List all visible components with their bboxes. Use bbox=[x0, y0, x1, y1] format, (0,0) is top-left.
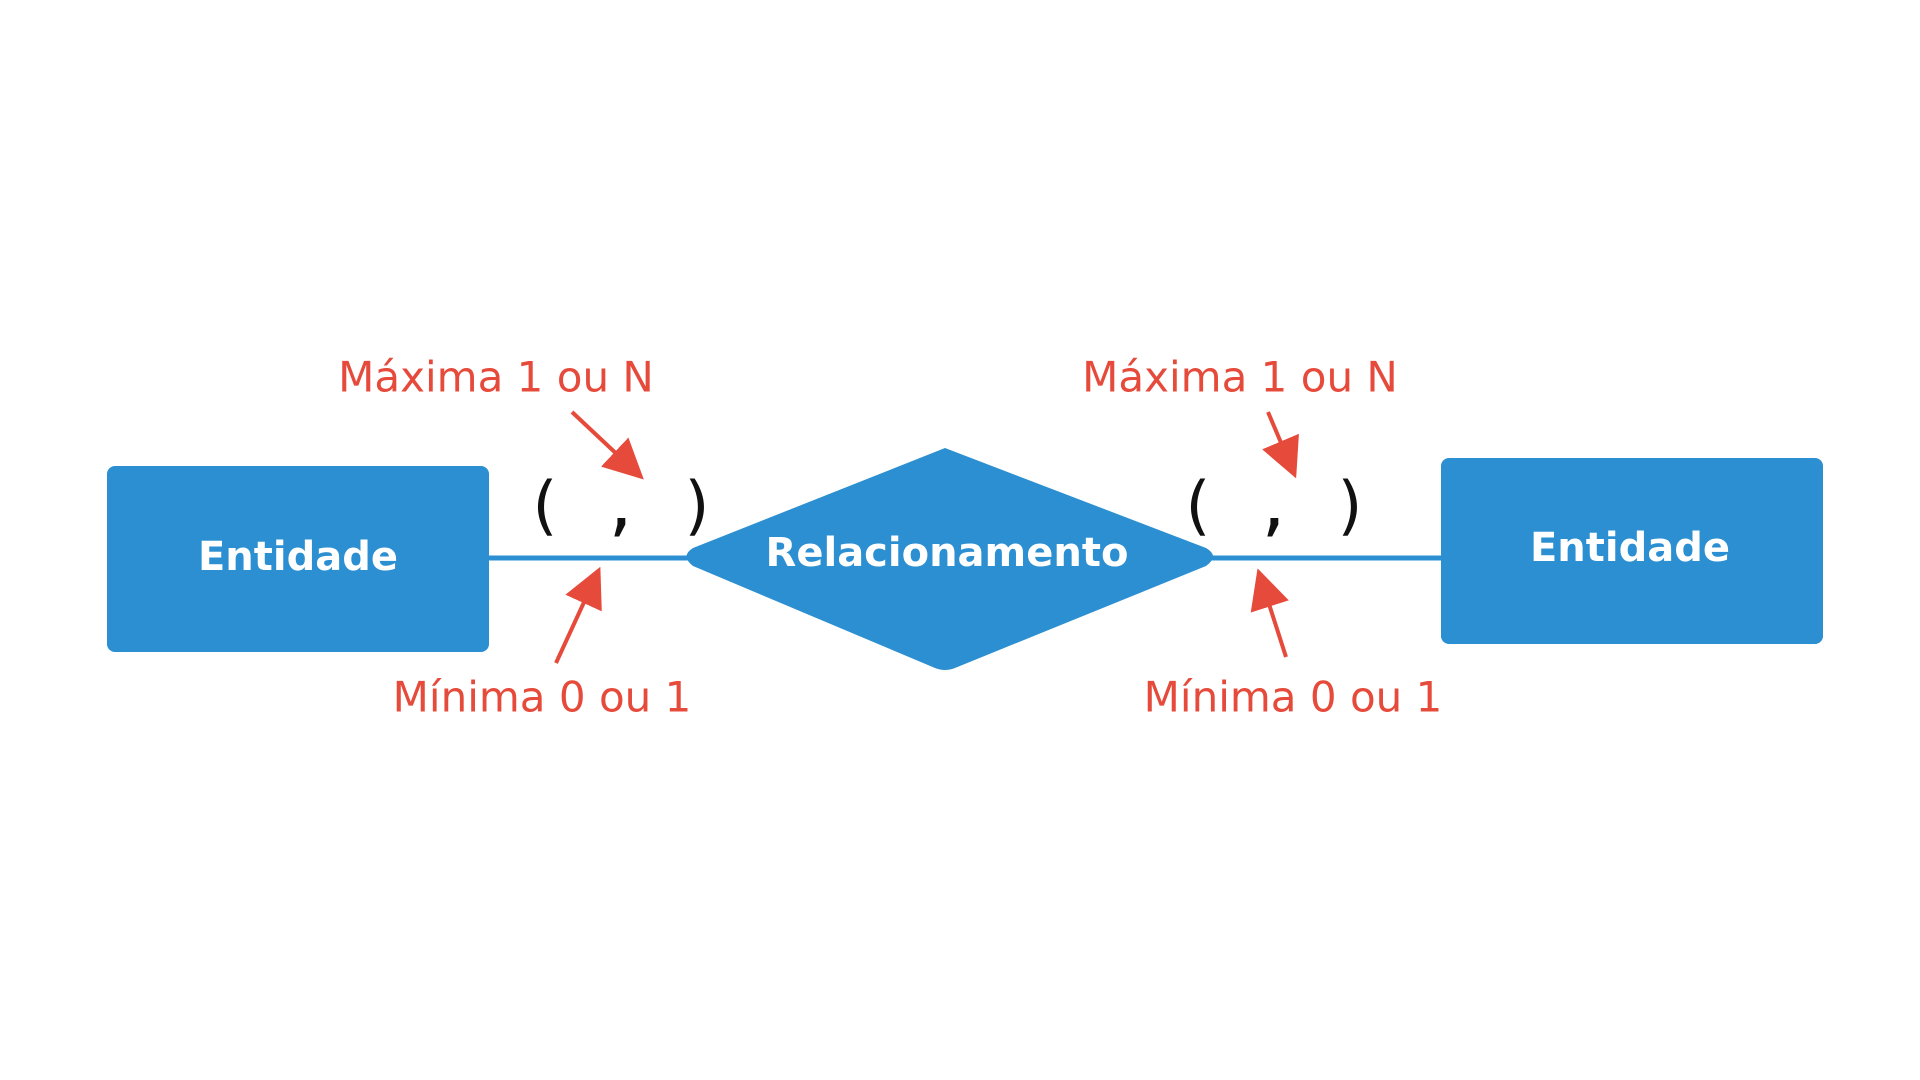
annotation-right-max: Máxima 1 ou N bbox=[1082, 353, 1398, 402]
annotation-left-max: Máxima 1 ou N bbox=[338, 353, 654, 402]
arrow-right-max bbox=[1262, 411, 1299, 479]
entity-right-box bbox=[1441, 458, 1823, 644]
entity-left[interactable]: Entidade bbox=[107, 466, 489, 652]
annotation-left-min: Mínima 0 ou 1 bbox=[393, 673, 692, 722]
arrow-left-min bbox=[554, 566, 602, 664]
entity-left-label: Entidade bbox=[198, 534, 398, 580]
arrow-left-max bbox=[570, 410, 644, 480]
cardinality-left: ( , ) bbox=[525, 470, 718, 544]
relationship-diamond-shape bbox=[686, 448, 1213, 670]
entity-right[interactable]: Entidade bbox=[1441, 458, 1823, 644]
relationship-label: Relacionamento bbox=[766, 530, 1129, 576]
cardinality-right: ( , ) bbox=[1178, 470, 1371, 544]
entity-left-box bbox=[107, 466, 489, 652]
arrow-right-min bbox=[1250, 568, 1289, 658]
relationship-diamond[interactable]: Relacionamento bbox=[686, 448, 1214, 670]
entity-right-label: Entidade bbox=[1530, 525, 1730, 571]
annotation-right-min: Mínima 0 ou 1 bbox=[1144, 673, 1443, 722]
